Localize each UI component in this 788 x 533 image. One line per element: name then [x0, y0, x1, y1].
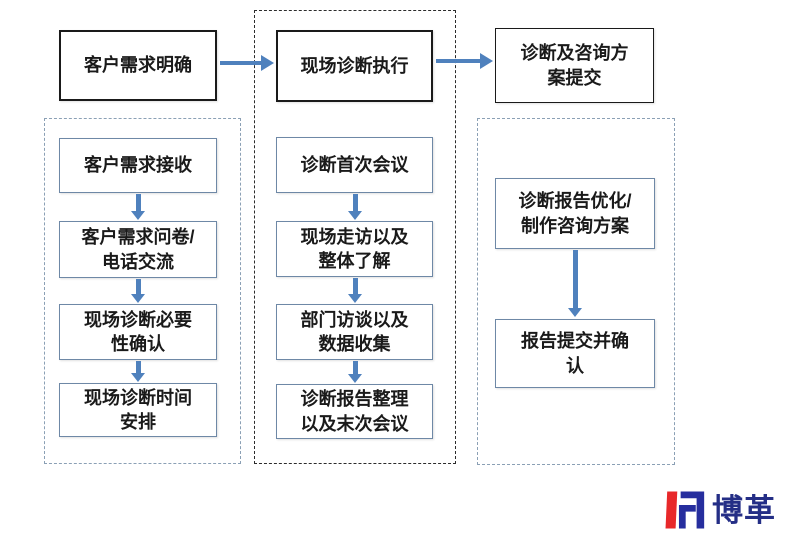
arrow-right-icon — [436, 53, 493, 69]
arrow-right-icon — [220, 55, 274, 71]
step-box: 诊断首次会议 — [276, 137, 433, 193]
boge-logo-icon — [665, 491, 705, 529]
step-box: 报告提交并确 认 — [495, 319, 655, 388]
phase-header-1-label: 客户需求明确 — [84, 55, 192, 76]
phase-3-steps-group — [477, 118, 675, 465]
step-label: 部门访谈以及 数据收集 — [300, 309, 409, 354]
step-label: 现场走访以及 整体了解 — [300, 226, 409, 271]
arrow-down-icon — [568, 250, 582, 317]
phase-header-3-label: 诊断及咨询方 案提交 — [520, 43, 629, 88]
boge-logo-text: 博革 — [712, 492, 776, 528]
step-box: 现场诊断时间 安排 — [59, 383, 217, 437]
step-label: 客户需求问卷/ 电话交流 — [81, 227, 195, 272]
phase-1-steps-group — [44, 118, 241, 464]
step-label: 诊断首次会议 — [300, 154, 409, 175]
arrow-down-icon — [131, 361, 145, 382]
arrow-down-icon — [348, 361, 362, 383]
phase-header-1: 客户需求明确 — [59, 30, 217, 101]
step-box: 诊断报告整理 以及末次会议 — [276, 384, 433, 439]
step-label: 客户需求接收 — [84, 155, 192, 176]
phase-header-2-label: 现场诊断执行 — [300, 55, 409, 76]
step-box: 客户需求问卷/ 电话交流 — [59, 221, 217, 278]
arrow-down-icon — [348, 278, 362, 303]
step-box: 客户需求接收 — [59, 138, 217, 193]
step-box: 现场诊断必要 性确认 — [59, 304, 217, 360]
phase-header-2: 现场诊断执行 — [276, 30, 433, 102]
step-box: 部门访谈以及 数据收集 — [276, 304, 433, 360]
step-box: 现场走访以及 整体了解 — [276, 221, 433, 277]
step-label: 现场诊断时间 安排 — [84, 387, 192, 432]
step-box: 诊断报告优化/ 制作咨询方案 — [495, 178, 655, 249]
boge-logo: 博革 — [663, 489, 776, 531]
step-label: 报告提交并确 认 — [521, 331, 629, 376]
arrow-down-icon — [348, 194, 362, 220]
phase-2-group — [254, 10, 456, 464]
step-label: 现场诊断必要 性确认 — [84, 309, 192, 354]
step-label: 诊断报告优化/ 制作咨询方案 — [518, 191, 632, 236]
step-label: 诊断报告整理 以及末次会议 — [300, 389, 409, 434]
phase-header-3: 诊断及咨询方 案提交 — [495, 28, 654, 103]
arrow-down-icon — [131, 279, 145, 303]
arrow-down-icon — [131, 194, 145, 220]
